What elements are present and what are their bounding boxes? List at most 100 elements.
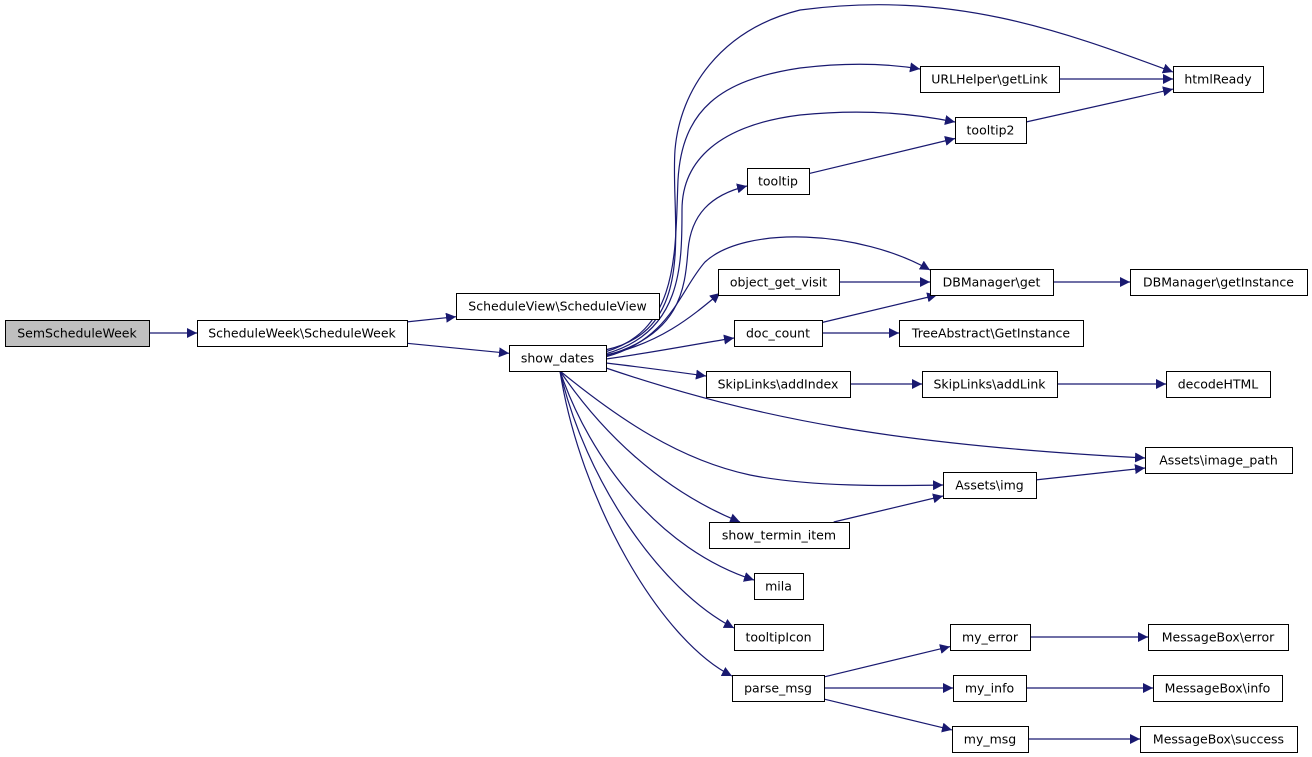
node-box[interactable] bbox=[456, 293, 660, 320]
node-messagebox_success[interactable]: MessageBox\success bbox=[1140, 726, 1298, 753]
node-label: tooltip bbox=[758, 174, 798, 189]
node-box[interactable] bbox=[706, 371, 851, 398]
node-doc_count[interactable]: doc_count bbox=[734, 320, 823, 347]
node-box[interactable] bbox=[1173, 66, 1264, 93]
edge-line bbox=[823, 698, 953, 733]
node-dbmanager_get[interactable]: DBManager\get bbox=[930, 269, 1054, 296]
edge-line bbox=[604, 236, 931, 358]
node-box[interactable] bbox=[922, 371, 1058, 398]
node-decodehtml[interactable]: decodeHTML bbox=[1166, 371, 1271, 398]
node-my_msg[interactable]: my_msg bbox=[952, 726, 1029, 753]
edge-doc_count-to-dbmanager_get bbox=[821, 292, 938, 324]
node-box[interactable] bbox=[5, 320, 150, 347]
edge-show_dates-to-htmlready bbox=[604, 4, 1174, 351]
node-box[interactable] bbox=[952, 726, 1029, 753]
node-messagebox_info[interactable]: MessageBox\info bbox=[1153, 675, 1283, 702]
node-box[interactable] bbox=[754, 573, 804, 600]
edge-line bbox=[823, 644, 951, 678]
node-label: tooltip2 bbox=[967, 123, 1015, 138]
node-box[interactable] bbox=[1130, 269, 1308, 296]
node-box[interactable] bbox=[1166, 371, 1271, 398]
node-box[interactable] bbox=[197, 320, 408, 347]
node-label: my_msg bbox=[964, 732, 1016, 747]
edge-line bbox=[808, 135, 956, 175]
node-box[interactable] bbox=[734, 624, 824, 651]
node-skiplinks_addindex[interactable]: SkipLinks\addIndex bbox=[706, 371, 851, 398]
node-label: show_termin_item bbox=[722, 528, 836, 543]
node-box[interactable] bbox=[1140, 726, 1298, 753]
node-urlhelper_getlink[interactable]: URLHelper\getLink bbox=[920, 66, 1060, 93]
node-scheduleweek[interactable]: ScheduleWeek\ScheduleWeek bbox=[197, 320, 408, 347]
node-box[interactable] bbox=[899, 320, 1084, 347]
node-box[interactable] bbox=[732, 675, 825, 702]
edge-line bbox=[559, 370, 735, 629]
node-scheduleview[interactable]: ScheduleView\ScheduleView bbox=[456, 293, 660, 320]
node-semscheduleweek[interactable]: SemScheduleWeek bbox=[5, 320, 150, 347]
edge-show_dates-to-show_termin_item bbox=[559, 370, 741, 523]
edge-line bbox=[604, 62, 921, 353]
node-box[interactable] bbox=[718, 269, 840, 296]
edge-assets_img-to-assets_image_path bbox=[1035, 464, 1146, 481]
edge-line bbox=[605, 334, 735, 360]
node-tooltipicon[interactable]: tooltipIcon bbox=[734, 624, 824, 651]
edge-show_dates-to-tooltipicon bbox=[559, 370, 735, 629]
node-label: SkipLinks\addLink bbox=[933, 377, 1046, 392]
node-box[interactable] bbox=[1145, 447, 1293, 474]
node-dbmanager_getinstance[interactable]: DBManager\getInstance bbox=[1130, 269, 1308, 296]
edge-show_termin_item-to-assets_img bbox=[833, 493, 944, 523]
node-label: ScheduleWeek\ScheduleWeek bbox=[208, 326, 396, 341]
node-box[interactable] bbox=[709, 522, 850, 549]
node-box[interactable] bbox=[953, 675, 1027, 702]
node-box[interactable] bbox=[734, 320, 823, 347]
edge-show_dates-to-mila bbox=[559, 370, 755, 582]
edge-show_dates-to-assets_image_path bbox=[605, 367, 1146, 463]
node-label: DBManager\getInstance bbox=[1143, 275, 1294, 290]
node-label: my_error bbox=[962, 630, 1019, 645]
edge-show_dates-to-dbmanager_get bbox=[604, 236, 931, 358]
node-label: object_get_visit bbox=[730, 275, 827, 290]
node-assets_image_path[interactable]: Assets\image_path bbox=[1145, 447, 1293, 474]
node-box[interactable] bbox=[943, 472, 1037, 499]
node-box[interactable] bbox=[747, 168, 810, 195]
node-label: decodeHTML bbox=[1178, 377, 1259, 392]
node-show_dates[interactable]: show_dates bbox=[509, 345, 607, 372]
node-assets_img[interactable]: Assets\img bbox=[943, 472, 1037, 499]
node-label: my_info bbox=[965, 681, 1014, 696]
edge-scheduleweek-to-scheduleview bbox=[406, 312, 457, 323]
edge-show_dates-to-urlhelper_getlink bbox=[604, 62, 921, 353]
node-label: URLHelper\getLink bbox=[931, 72, 1048, 87]
edge-line bbox=[559, 370, 944, 491]
node-label: parse_msg bbox=[744, 681, 812, 696]
node-box[interactable] bbox=[1153, 675, 1283, 702]
node-box[interactable] bbox=[920, 66, 1060, 93]
node-skiplinks_addlink[interactable]: SkipLinks\addLink bbox=[922, 371, 1058, 398]
node-box[interactable] bbox=[509, 345, 607, 372]
node-box[interactable] bbox=[955, 117, 1027, 144]
edge-show_dates-to-parse_msg bbox=[559, 370, 733, 677]
node-messagebox_error[interactable]: MessageBox\error bbox=[1148, 624, 1289, 651]
edge-tooltip2-to-htmlready bbox=[1025, 86, 1174, 123]
edges bbox=[149, 4, 1174, 744]
edge-line bbox=[1035, 464, 1146, 481]
edge-parse_msg-to-my_error bbox=[823, 644, 951, 678]
node-object_get_visit[interactable]: object_get_visit bbox=[718, 269, 840, 296]
node-box[interactable] bbox=[930, 269, 1054, 296]
node-my_error[interactable]: my_error bbox=[950, 624, 1031, 651]
edge-tooltip-to-tooltip2 bbox=[808, 135, 956, 175]
node-htmlready[interactable]: htmlReady bbox=[1173, 66, 1264, 93]
node-label: MessageBox\info bbox=[1165, 681, 1271, 696]
node-treeabstract_getinstance[interactable]: TreeAbstract\GetInstance bbox=[899, 320, 1084, 347]
node-box[interactable] bbox=[950, 624, 1031, 651]
edge-line bbox=[605, 367, 1146, 463]
node-tooltip[interactable]: tooltip bbox=[747, 168, 810, 195]
node-label: doc_count bbox=[746, 326, 810, 341]
edge-show_dates-to-object_get_visit bbox=[605, 292, 721, 356]
edge-line bbox=[604, 4, 1174, 351]
node-show_termin_item[interactable]: show_termin_item bbox=[709, 522, 850, 549]
node-parse_msg[interactable]: parse_msg bbox=[732, 675, 825, 702]
node-mila[interactable]: mila bbox=[754, 573, 804, 600]
node-tooltip2[interactable]: tooltip2 bbox=[955, 117, 1027, 144]
node-box[interactable] bbox=[1148, 624, 1289, 651]
node-my_info[interactable]: my_info bbox=[953, 675, 1027, 702]
